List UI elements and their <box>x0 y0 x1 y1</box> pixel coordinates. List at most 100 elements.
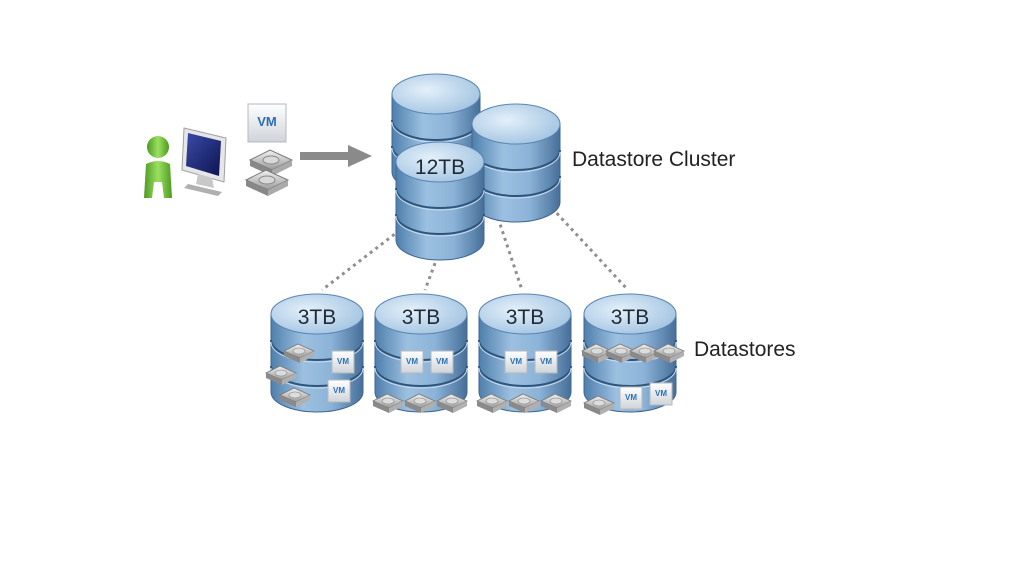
datastore-3-disk-layer-line <box>478 365 572 387</box>
vm-icon <box>649 382 673 406</box>
hard-disk-front <box>300 351 314 363</box>
connector-ds1 <box>321 228 401 292</box>
user-icon <box>144 136 172 198</box>
cluster-disk-front-layer-line <box>395 213 485 235</box>
cluster-disk-front-layer-highlight <box>395 215 485 237</box>
hard-disk-front <box>389 401 403 413</box>
hard-disk-platter <box>485 397 499 405</box>
cluster-disk-front-layer-line <box>395 187 485 209</box>
hard-disk-icon <box>508 393 540 413</box>
hard-disk-platter <box>292 347 306 355</box>
hard-disk-side <box>630 351 646 363</box>
source-vm-label: VM <box>257 114 277 129</box>
hard-disk-platter <box>517 397 531 405</box>
hard-disk-front <box>421 401 435 413</box>
hard-disk-side <box>584 403 600 415</box>
cluster-disk-front <box>395 141 485 261</box>
hard-disk-platter <box>413 397 427 405</box>
vm-icon <box>430 350 454 374</box>
hard-disk-icon <box>629 343 661 363</box>
hard-disk-front <box>296 395 310 407</box>
hard-disk-side <box>373 401 389 413</box>
datastore-4-disk-top <box>583 293 677 335</box>
connector-ds4 <box>550 206 630 292</box>
cluster-disk-front-layer-highlight <box>395 189 485 211</box>
hard-disk-platter <box>592 399 606 407</box>
datastores-title: Datastores <box>694 338 796 361</box>
datastore-4-capacity: 3TB <box>610 306 650 329</box>
hard-disk-side <box>266 373 282 385</box>
vm-icon <box>534 350 558 374</box>
hard-disk-side <box>582 351 598 363</box>
hard-disk-icon <box>244 149 294 196</box>
hard-disk-platter <box>274 369 288 377</box>
hard-disk-front <box>670 351 684 363</box>
datastore-1-disk-layer-line <box>270 339 364 361</box>
datastore-2-disk-layer-line <box>374 365 468 387</box>
datastore-1-capacity: 3TB <box>297 306 337 329</box>
datastore-1-disk-layer-highlight <box>270 341 364 363</box>
hard-disk-platter <box>445 397 459 405</box>
hard-disk-front <box>557 401 571 413</box>
hard-disk-side <box>437 401 453 413</box>
monitor-icon <box>181 127 227 196</box>
vm-icon <box>327 379 351 403</box>
datastore-3-disk-layer-highlight <box>478 367 572 389</box>
hard-disk-icon <box>540 393 572 413</box>
hard-disk-icon <box>436 393 468 413</box>
vm-icon <box>331 350 355 374</box>
datastore-2-capacity: 3TB <box>401 306 441 329</box>
hard-disk-icon <box>476 393 508 413</box>
hard-disk-side <box>654 351 670 363</box>
datastore-4-disk-layer-line <box>583 365 677 387</box>
hard-disk-icon <box>583 395 615 415</box>
vm-icon-label: VM <box>655 389 667 398</box>
hard-disk-side <box>509 401 525 413</box>
vm-icon-label: VM <box>337 357 349 366</box>
hard-disk-platter <box>614 347 628 355</box>
datastore-3-disk-top <box>478 293 572 335</box>
hard-disk-platter <box>590 347 604 355</box>
datastore-3-capacity: 3TB <box>505 306 545 329</box>
cluster-disk-back-left-top <box>391 73 481 115</box>
hard-disk-side <box>541 401 557 413</box>
vm-icon-label: VM <box>406 357 418 366</box>
datastore-2-disk-top <box>374 293 468 335</box>
hard-disk-platter <box>288 391 302 399</box>
hard-disk-front <box>493 401 507 413</box>
hard-disk-platter <box>549 397 563 405</box>
vm-icon-label: VM <box>510 357 522 366</box>
hard-disk-side <box>280 395 296 407</box>
datastore-1-disk-top <box>270 293 364 335</box>
cluster-disk-front-top <box>395 141 485 183</box>
cluster-disk-back-right-top <box>471 103 561 145</box>
hard-disk-icon <box>279 387 311 407</box>
hard-disk-side <box>606 351 622 363</box>
hard-disk-side <box>477 401 493 413</box>
hard-disk-icon <box>653 343 685 363</box>
vm-icon-label: VM <box>540 357 552 366</box>
vm-icon <box>247 103 287 143</box>
hard-disk-front <box>453 401 467 413</box>
hard-disk-front <box>282 373 296 385</box>
hard-disk-front <box>600 403 614 415</box>
hard-disk-icon <box>265 365 297 385</box>
hard-disk-platter <box>662 347 676 355</box>
hard-disk-front <box>525 401 539 413</box>
hard-disk-side <box>284 351 300 363</box>
hard-disk-icon <box>283 343 315 363</box>
hard-disk-side <box>405 401 421 413</box>
vm-icon <box>504 350 528 374</box>
connector-ds3 <box>496 217 524 291</box>
arrow-right-icon <box>300 145 372 167</box>
hard-disk-platter <box>381 397 395 405</box>
hard-disk-icon <box>404 393 436 413</box>
datastore-cluster <box>391 73 561 261</box>
cluster-title: Datastore Cluster <box>572 148 736 171</box>
hard-disk-platter <box>638 347 652 355</box>
datastores-group <box>265 293 685 415</box>
hard-disk-icon <box>372 393 404 413</box>
cluster-disk-front-body <box>395 161 485 261</box>
datastore-2-disk-layer-highlight <box>374 367 468 389</box>
